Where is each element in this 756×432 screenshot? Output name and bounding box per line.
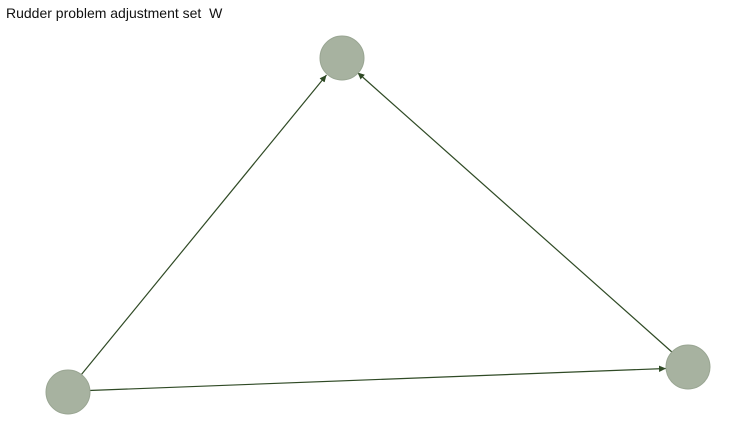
node-right-circle [665,344,711,390]
node-right[interactable] [665,344,711,390]
edge-bottom-left-to-right [88,365,667,392]
edge-bottom-left-to-top [80,74,327,376]
diagram-title: Rudder problem adjustment set W [6,5,223,21]
node-bottom-left-circle [45,369,91,415]
node-top-circle [319,35,365,81]
node-top[interactable] [319,35,365,81]
edge-right-to-top [357,72,674,354]
node-bottom-left[interactable] [45,369,91,415]
